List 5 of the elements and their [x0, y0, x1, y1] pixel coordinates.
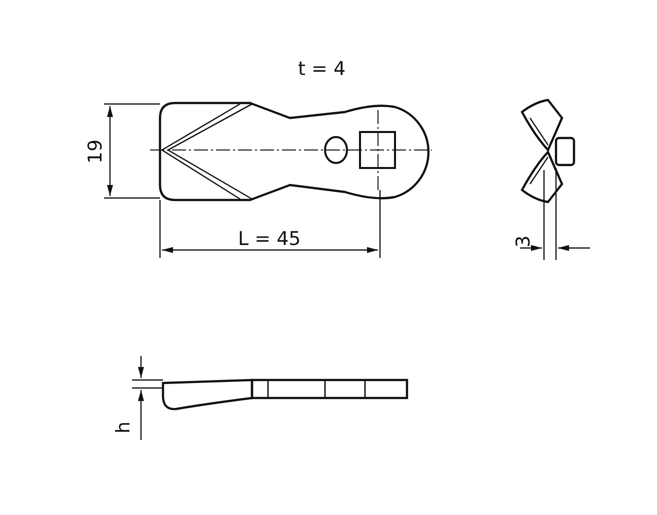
dimension-label: h: [114, 421, 134, 434]
dimension-label: 19: [86, 139, 106, 164]
dimension-label: L = 45: [238, 230, 301, 249]
dimension-label: 3: [514, 235, 534, 248]
thickness-label: t = 4: [298, 60, 346, 79]
